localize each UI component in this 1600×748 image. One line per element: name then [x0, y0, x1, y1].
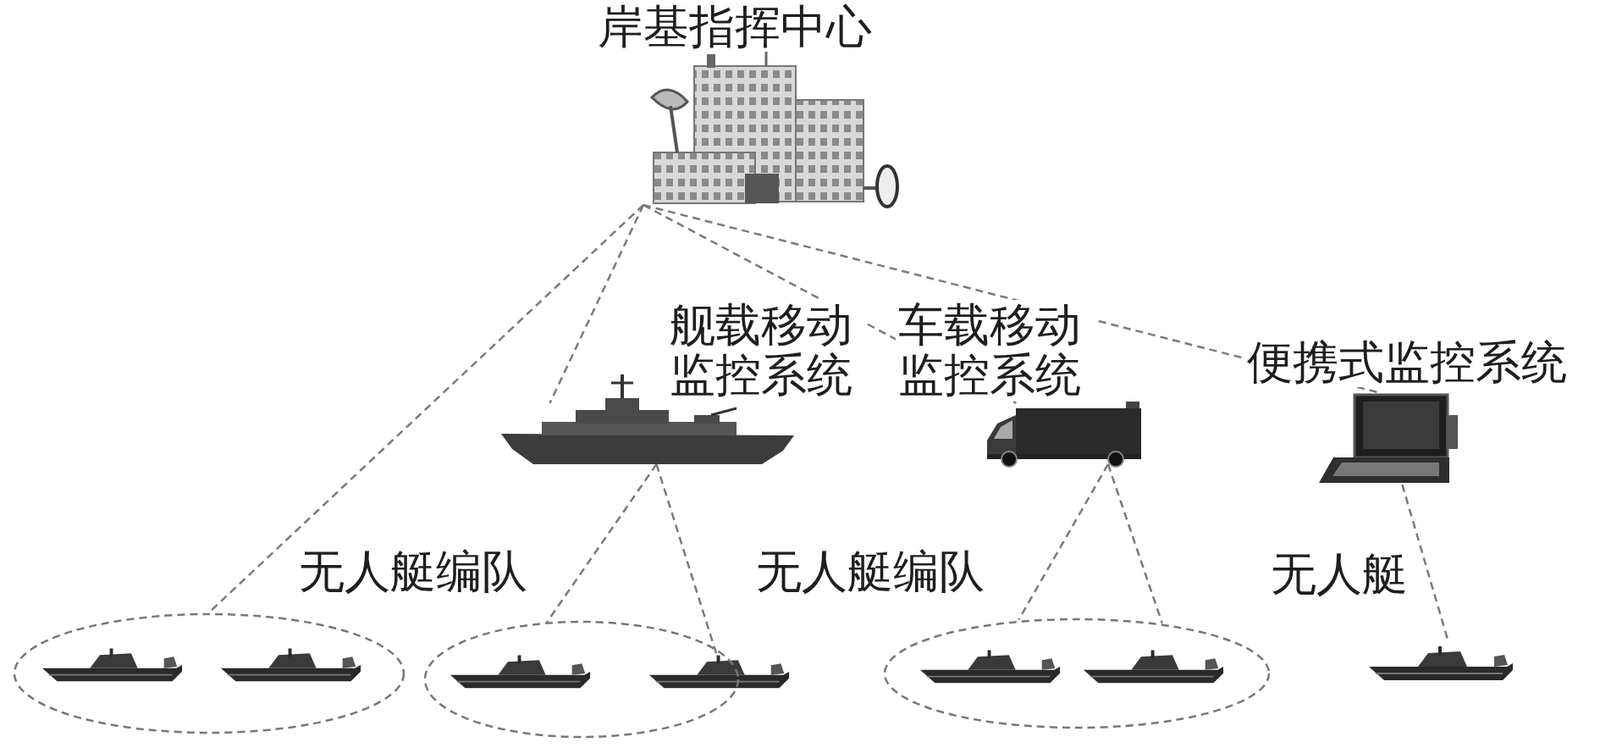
- node-label: 无人艇编队: [296, 546, 530, 596]
- portable-laptop: [1318, 394, 1458, 483]
- warship-part: [694, 414, 720, 424]
- portable-laptop-part: [1332, 462, 1440, 476]
- command-building-part: [670, 105, 678, 153]
- command-center: 岸基指挥中心: [643, 60, 898, 205]
- ship-monitor: 舰载移动 监控系统: [499, 402, 796, 464]
- warship-part: [620, 374, 624, 398]
- monitoring-van-part: [1108, 451, 1124, 467]
- dashed-link: [1018, 463, 1109, 620]
- portable-laptop-part: [1445, 414, 1458, 449]
- formation-ellipse: [884, 618, 1269, 728]
- portable-monitor: 便携式监控系统: [1316, 392, 1460, 485]
- unmanned-boat: 无人艇: [1367, 642, 1516, 681]
- dashed-link: [209, 204, 644, 613]
- vehicle-monitor: 车载移动 监控系统: [984, 402, 1143, 464]
- unmanned-boat: [42, 645, 1513, 688]
- node-label: 岸基指挥中心: [595, 1, 875, 52]
- node-label: 便携式监控系统: [1244, 336, 1570, 387]
- unmanned-boat-part: [220, 648, 361, 682]
- monitoring-van-part: [1125, 401, 1140, 409]
- unmanned-boat-part: [649, 655, 789, 689]
- command-building: [651, 46, 898, 207]
- command-building-part: [877, 165, 898, 207]
- warship-part: [605, 397, 640, 412]
- monitoring-van-part: [993, 419, 1013, 439]
- warship-part: [711, 408, 737, 415]
- command-building-part: [795, 99, 864, 202]
- monitoring-van-part: [1001, 451, 1017, 467]
- formation-ellipse: [14, 613, 404, 733]
- command-building-part: [653, 152, 756, 204]
- node-label: 舰载移动 监控系统: [667, 299, 867, 401]
- unmanned-boat-part: [1368, 645, 1513, 680]
- portable-laptop-part: [1354, 394, 1448, 458]
- formation-outline: [882, 617, 1271, 729]
- command-building-part: [706, 54, 716, 68]
- warship-part: [611, 381, 634, 385]
- unmanned-boat-part: [450, 655, 591, 689]
- unmanned-boat-part: [920, 650, 1060, 684]
- dashed-link: [550, 204, 645, 403]
- unmanned-boat-part: [42, 648, 183, 682]
- warship-part: [501, 433, 795, 464]
- dashed-link: [656, 463, 718, 658]
- dashed-link: [1108, 463, 1163, 624]
- portable-laptop-part: [1362, 401, 1440, 449]
- portable-laptop-part: [1318, 457, 1450, 483]
- dashed-link: [546, 463, 657, 623]
- formation-ellipse: [424, 621, 739, 737]
- formation-outline: [423, 619, 740, 739]
- boat-formation: 无人艇编队: [882, 617, 1271, 729]
- monitoring-van: [987, 401, 1142, 467]
- node-label: 车载移动 监控系统: [895, 299, 1096, 401]
- warship-part: [575, 409, 669, 424]
- monitoring-van-part: [1015, 408, 1142, 454]
- boat-formation: [423, 619, 740, 739]
- command-building-part: [744, 173, 779, 204]
- formation-outline: [12, 612, 406, 734]
- node-label: 无人艇编队: [753, 546, 988, 596]
- boat-formation: 无人艇编队: [12, 612, 406, 734]
- unmanned-boat-part: [1083, 650, 1224, 684]
- warship-part: [541, 421, 737, 436]
- node-label: 无人艇: [1268, 548, 1411, 599]
